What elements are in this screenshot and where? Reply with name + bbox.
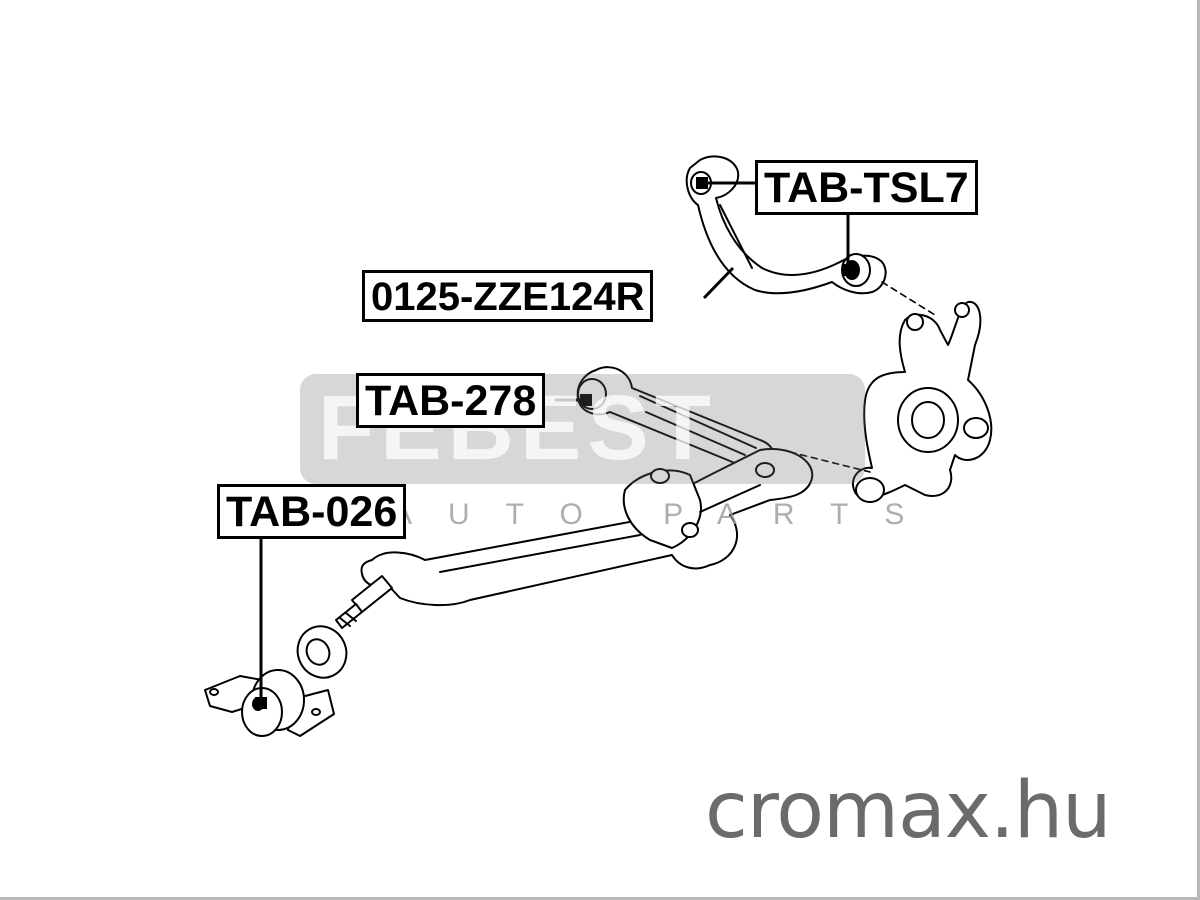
callout-tab-026: TAB-026	[217, 484, 407, 539]
callout-tab-278: TAB-278	[356, 373, 546, 428]
trailing-bushing	[204, 669, 335, 737]
attachment-lines	[789, 281, 936, 473]
mounting-stud	[335, 575, 393, 629]
knuckle	[852, 300, 993, 503]
callout-0125-zze124r: 0125-ZZE124R	[362, 270, 654, 322]
callout-tab-tsl7: TAB-TSL7	[755, 160, 978, 215]
site-name: cromax.hu	[705, 766, 1112, 856]
watermark-sub: AUTO PARTS	[392, 498, 941, 531]
leader-markers	[255, 177, 854, 709]
washer	[296, 625, 348, 679]
